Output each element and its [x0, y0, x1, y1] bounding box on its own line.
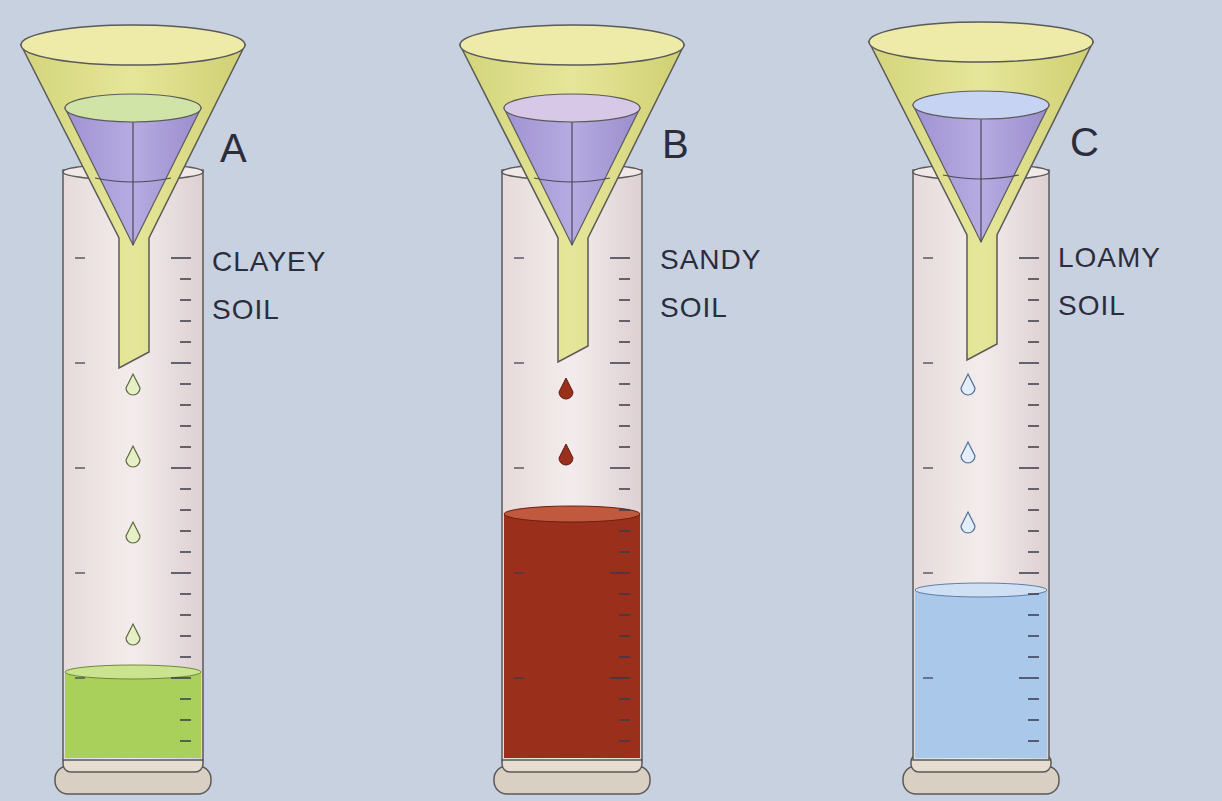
- scale-tick: [1028, 698, 1039, 700]
- scale-tick: [619, 719, 630, 721]
- scale-tick: [180, 383, 191, 385]
- scale-tick: [75, 257, 85, 258]
- scale-tick: [610, 677, 630, 679]
- scale-tick: [171, 467, 191, 469]
- scale-tick: [619, 383, 630, 385]
- scale-tick: [619, 446, 630, 448]
- scale-tick: [619, 278, 630, 280]
- scale-tick: [619, 656, 630, 658]
- scale-tick: [923, 572, 933, 573]
- scale-tick: [619, 320, 630, 322]
- beaker-letter: C: [1070, 120, 1099, 164]
- scale-tick: [75, 467, 85, 468]
- scale-tick: [1019, 467, 1039, 469]
- soil-label: LOAMY SOIL: [1058, 234, 1161, 330]
- scale-tick: [180, 656, 191, 658]
- scale-tick: [619, 299, 630, 301]
- scale-tick: [1028, 425, 1039, 427]
- scale-tick: [180, 593, 191, 595]
- scale-tick: [1028, 719, 1039, 721]
- scale-tick: [619, 551, 630, 553]
- scale-tick: [180, 425, 191, 427]
- scale-tick: [1028, 635, 1039, 637]
- scale-tick: [619, 509, 630, 511]
- scale-tick: [75, 362, 85, 363]
- scale-tick: [180, 614, 191, 616]
- scale-tick: [619, 614, 630, 616]
- scale-tick: [180, 299, 191, 301]
- scale-tick: [1028, 341, 1039, 343]
- scale-tick: [180, 740, 191, 742]
- scale-tick: [180, 278, 191, 280]
- scale-tick: [75, 572, 85, 573]
- soil-label: SANDY SOIL: [660, 236, 761, 332]
- scale-tick: [171, 257, 191, 259]
- cylinder-c: [869, 22, 1093, 794]
- scale-tick: [180, 404, 191, 406]
- scale-tick: [514, 257, 524, 258]
- scale-tick: [1019, 677, 1039, 679]
- scale-tick: [180, 320, 191, 322]
- scale-tick: [1028, 446, 1039, 448]
- scale-tick: [180, 341, 191, 343]
- scale-tick: [610, 257, 630, 259]
- scale-tick: [619, 593, 630, 595]
- scale-tick: [619, 488, 630, 490]
- scale-tick: [180, 446, 191, 448]
- scale-tick: [1028, 383, 1039, 385]
- scale-tick: [514, 467, 524, 468]
- scale-tick: [171, 362, 191, 364]
- scale-tick: [1019, 257, 1039, 259]
- scale-tick: [619, 341, 630, 343]
- scale-tick: [1028, 551, 1039, 553]
- scale-tick: [180, 698, 191, 700]
- cylinder-a: [21, 25, 245, 794]
- scale-tick: [180, 488, 191, 490]
- scale-tick: [610, 362, 630, 364]
- scale-tick: [619, 530, 630, 532]
- scale-tick: [1028, 488, 1039, 490]
- scale-tick: [180, 719, 191, 721]
- scale-tick: [619, 404, 630, 406]
- scale-tick: [1028, 320, 1039, 322]
- scale-tick: [514, 572, 524, 573]
- scale-tick: [923, 467, 933, 468]
- scale-tick: [619, 698, 630, 700]
- scale-tick: [610, 467, 630, 469]
- scale-tick: [923, 677, 933, 678]
- scale-tick: [923, 362, 933, 363]
- scale-tick: [1028, 740, 1039, 742]
- soil-label: CLAYEY SOIL: [212, 238, 326, 334]
- scale-tick: [619, 740, 630, 742]
- scale-tick: [923, 257, 933, 258]
- scale-tick: [1028, 299, 1039, 301]
- scale-tick: [171, 677, 191, 679]
- scale-tick: [180, 530, 191, 532]
- scale-tick: [619, 425, 630, 427]
- cylinder-b: [460, 25, 684, 794]
- scale-tick: [1028, 509, 1039, 511]
- scale-tick: [1028, 656, 1039, 658]
- scale-tick: [610, 572, 630, 574]
- scale-tick: [180, 635, 191, 637]
- scale-tick: [1028, 404, 1039, 406]
- scale-tick: [1019, 572, 1039, 574]
- beaker-letter: B: [662, 122, 689, 166]
- scale-tick: [75, 677, 85, 678]
- scale-tick: [171, 572, 191, 574]
- scale-tick: [180, 551, 191, 553]
- scale-tick: [1019, 362, 1039, 364]
- beaker-letter: A: [220, 126, 247, 170]
- scale-tick: [1028, 593, 1039, 595]
- scale-tick: [1028, 530, 1039, 532]
- scale-tick: [1028, 278, 1039, 280]
- scale-tick: [514, 362, 524, 363]
- scale-tick: [514, 677, 524, 678]
- scale-tick: [1028, 614, 1039, 616]
- scale-tick: [180, 509, 191, 511]
- scale-tick: [619, 635, 630, 637]
